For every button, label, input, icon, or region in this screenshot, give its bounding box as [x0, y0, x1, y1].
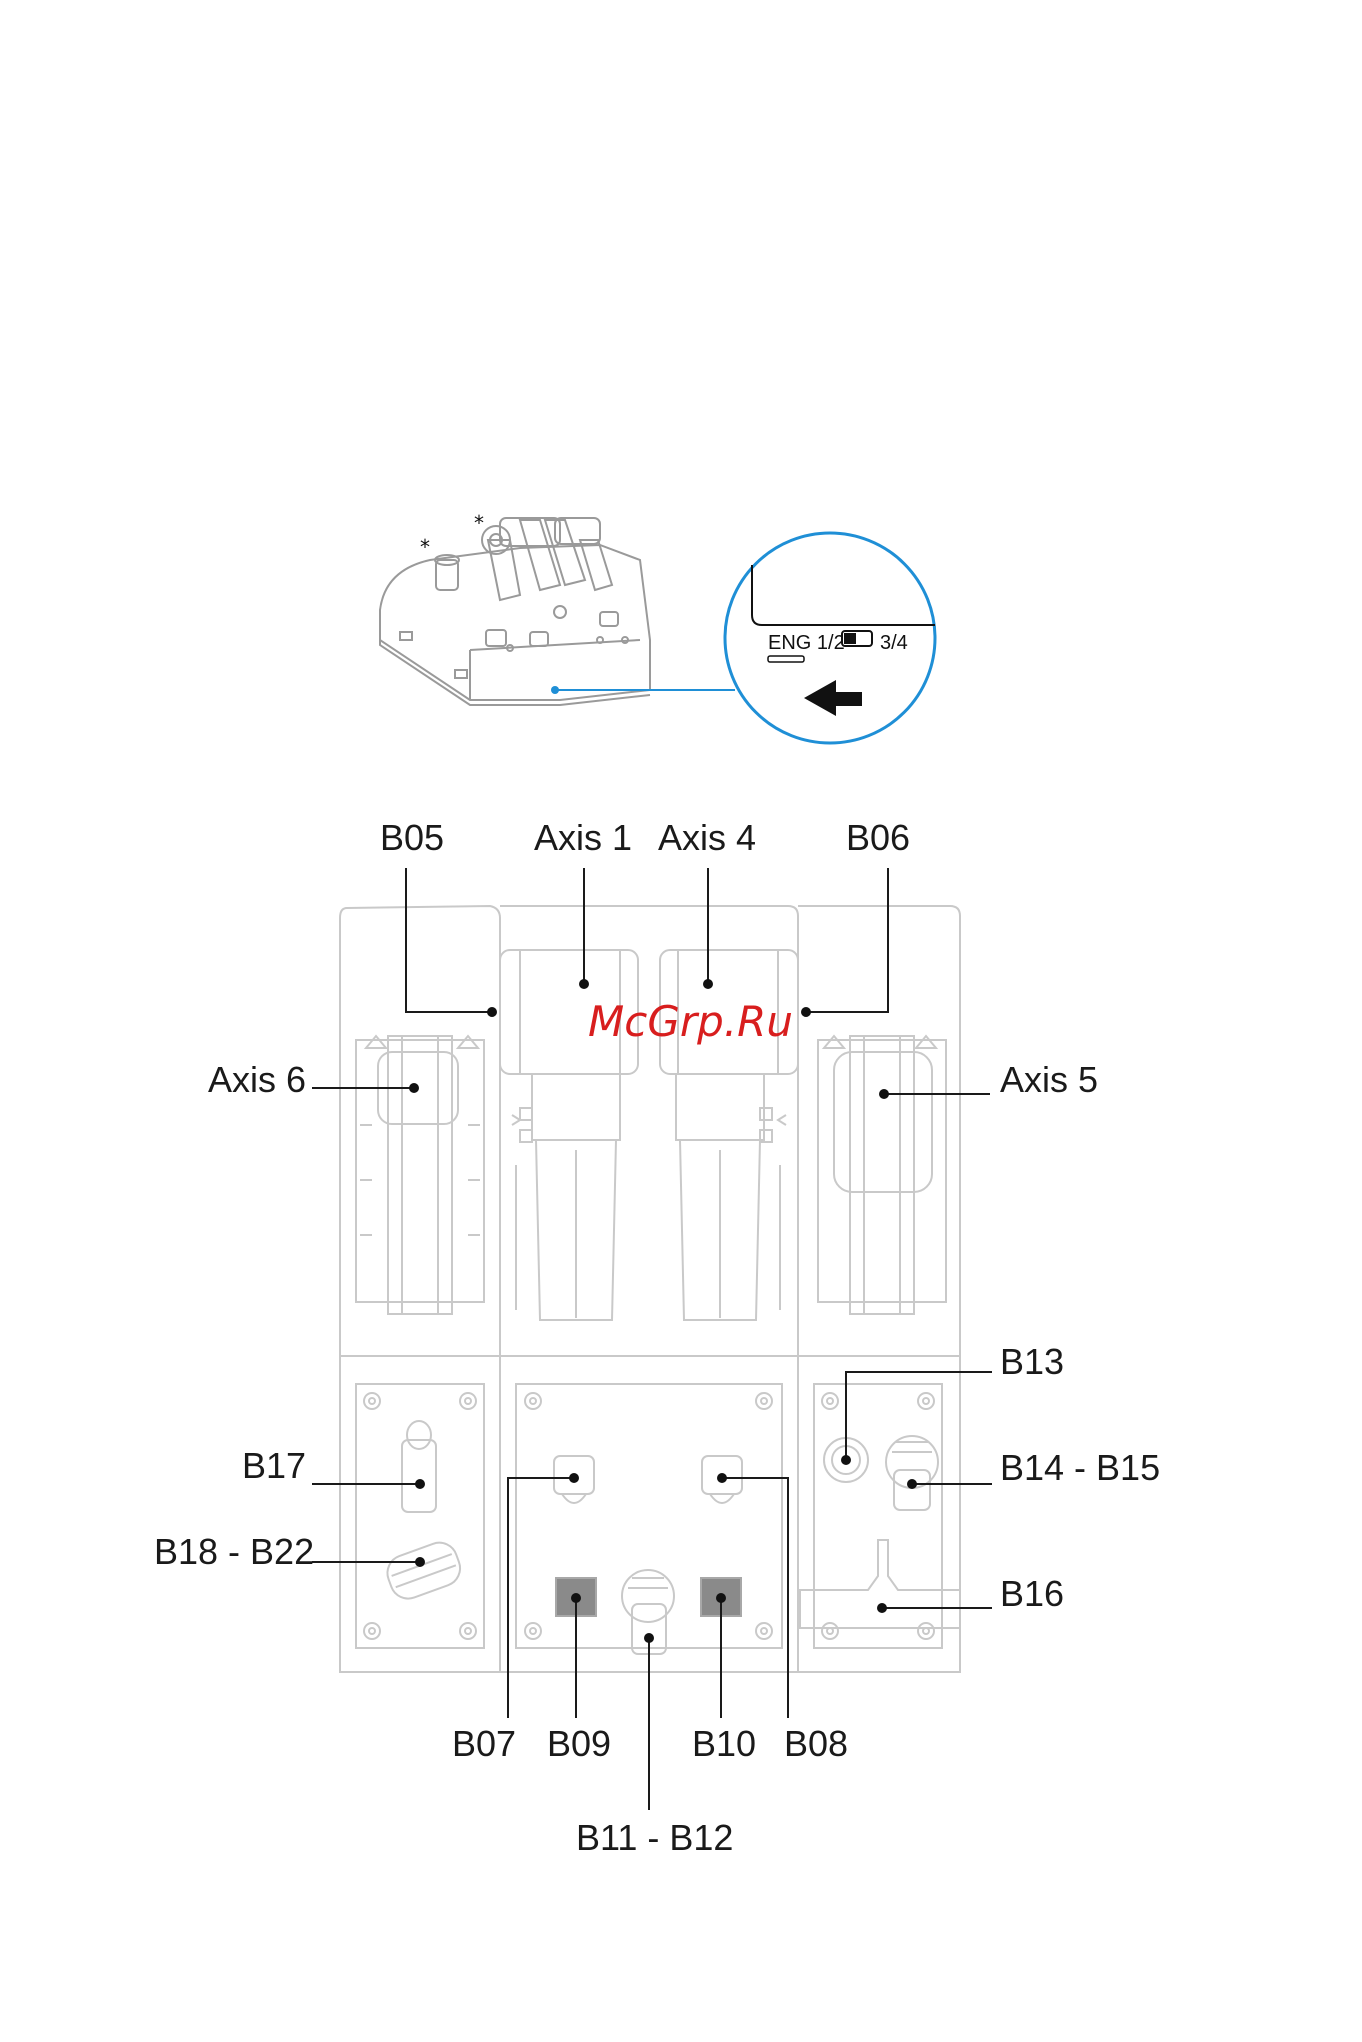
- eng-switch-right-label: 3/4: [880, 632, 908, 654]
- label-b10: B10: [692, 1723, 756, 1764]
- toggle-switch-icon[interactable]: [402, 1440, 436, 1512]
- label-b18-b22: B18 - B22: [154, 1531, 314, 1572]
- switch-detail-callout: ENG 1/2 3/4: [551, 533, 935, 743]
- label-axis-5: Axis 5: [1000, 1059, 1098, 1100]
- label-b16: B16: [1000, 1573, 1064, 1614]
- label-b11-b12: B11 - B12: [576, 1817, 733, 1858]
- label-b09: B09: [547, 1723, 611, 1764]
- label-b08: B08: [784, 1723, 848, 1764]
- asterisk-mark-right: *: [474, 511, 484, 535]
- throttle-overview-drawing: * *: [380, 511, 650, 705]
- watermark-text: McGrp.Ru: [588, 997, 793, 1046]
- label-b05: B05: [380, 817, 444, 858]
- label-axis-6: Axis 6: [208, 1059, 306, 1100]
- eng-switch-left-label: ENG 1/2: [768, 632, 845, 654]
- label-b13: B13: [1000, 1341, 1064, 1382]
- label-b14-b15: B14 - B15: [1000, 1447, 1160, 1488]
- b14-b15-toggle-shape[interactable]: [894, 1470, 930, 1510]
- label-b17: B17: [242, 1445, 306, 1486]
- b16-lever-shape[interactable]: [800, 1540, 960, 1628]
- asterisk-mark-left: *: [420, 535, 430, 559]
- callout-labels: B05 Axis 1 Axis 4 B06 Axis 6 Axis 5 B13 …: [154, 817, 1160, 1858]
- label-axis-1: Axis 1: [534, 817, 632, 858]
- label-axis-4: Axis 4: [658, 817, 756, 858]
- label-b06: B06: [846, 817, 910, 858]
- rotary-knob-icon[interactable]: [382, 1538, 465, 1604]
- label-b07: B07: [452, 1723, 516, 1764]
